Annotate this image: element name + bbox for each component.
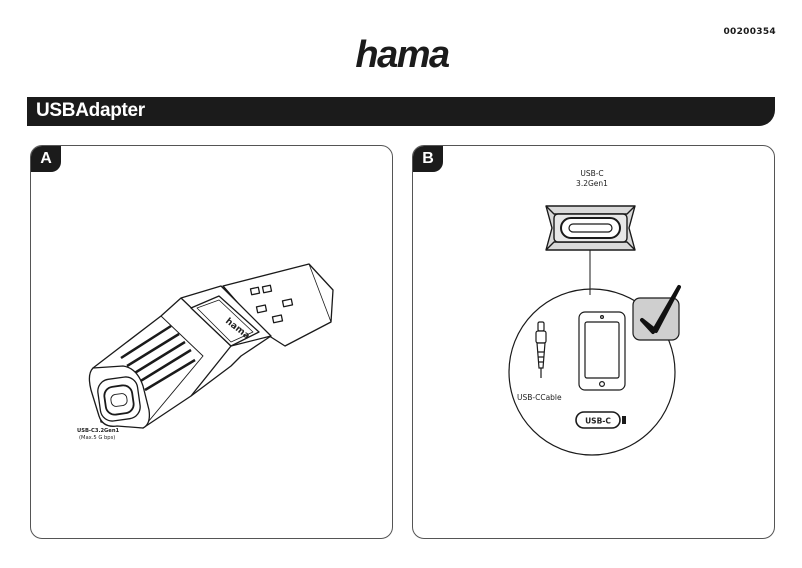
port-title-line-2: 3.2Gen1 <box>576 179 608 188</box>
panel-b: B USB-C 3.2Gen1 USB-CCable <box>412 145 775 539</box>
panel-b-badge: B <box>413 146 443 172</box>
detail-circle <box>508 288 676 456</box>
usb-c-port <box>545 205 636 251</box>
usb-c-cable-icon <box>535 321 547 378</box>
usb-c-tag-label: USB-C <box>585 417 611 426</box>
port-title-line-1: USB-C <box>580 169 603 178</box>
cable-label: USB-CCable <box>517 393 562 402</box>
compatibility-illustration: USB-C 3.2Gen1 USB-CCable <box>508 169 681 456</box>
hama-logo: hama <box>355 36 451 76</box>
page-title: USBAdapter <box>36 100 145 121</box>
usb-c-tag <box>575 411 626 429</box>
panel-a: A <box>30 145 393 539</box>
adapter-illustration: hama USB-C3.2Gen1 (Max.5 G bps) <box>77 263 334 441</box>
checkmark-icon <box>632 285 681 341</box>
panel-a-badge: A <box>31 146 61 172</box>
article-number: 00200354 <box>723 27 776 37</box>
speed-label: (Max.5 G bps) <box>79 435 115 441</box>
title-bar: USBAdapter <box>27 97 775 126</box>
smartphone-icon <box>578 311 626 391</box>
brand-wordmark: hama <box>355 36 450 76</box>
port-label: USB-C3.2Gen1 <box>77 428 120 434</box>
